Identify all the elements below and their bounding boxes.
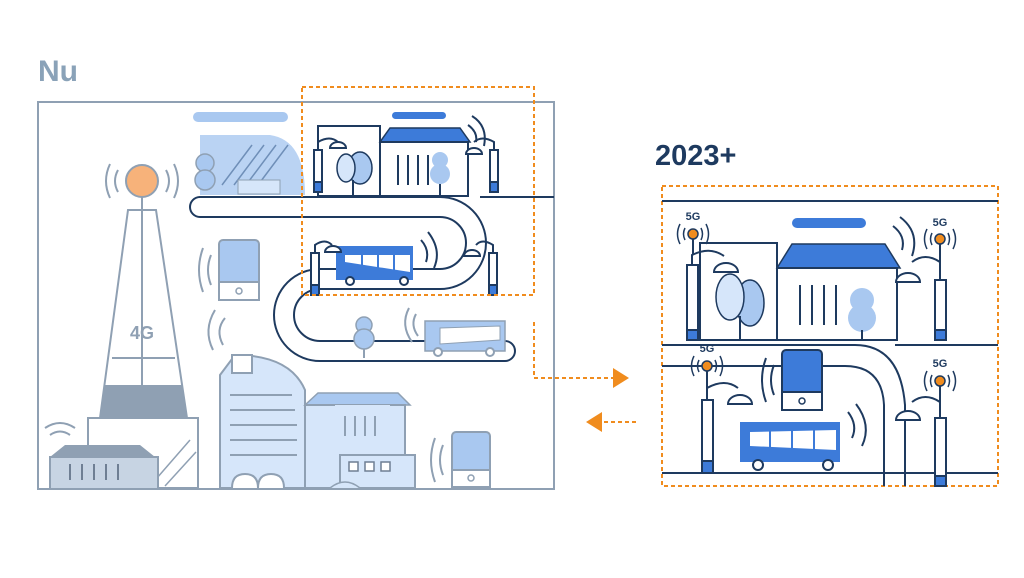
- tree: [194, 153, 216, 191]
- tree-2: [353, 316, 375, 358]
- antenna-label-1: 5G: [686, 211, 701, 223]
- panel-future: 5G 5G 5G 5G: [661, 185, 999, 487]
- bus: [336, 231, 438, 286]
- bus-light: [404, 307, 506, 357]
- street-lamps-now: [310, 137, 499, 296]
- tower-4g: 4G: [87, 163, 199, 489]
- panel-now: 4G: [37, 86, 555, 490]
- title-now: Nu: [38, 55, 78, 88]
- antenna-label-4: 5G: [933, 358, 948, 370]
- antenna-5g-4: 5G: [923, 358, 957, 402]
- antenna-5g-2: 5G: [923, 217, 957, 262]
- street-lamps-future: [686, 249, 947, 487]
- phone-icon: [198, 239, 260, 301]
- phone-icon-future: [761, 349, 823, 411]
- office-building: [303, 392, 416, 489]
- house: [44, 422, 159, 490]
- signal-waves-future: [892, 216, 916, 257]
- title-future: 2023+: [655, 140, 737, 172]
- bus-future: [740, 403, 867, 471]
- glass-building: [193, 112, 305, 195]
- curved-building: [207, 309, 306, 489]
- city-block-top: [317, 112, 472, 197]
- arrows: [533, 322, 636, 432]
- phone-icon-2: [430, 431, 491, 488]
- antenna-label-3: 5G: [700, 343, 715, 355]
- antenna-label-2: 5G: [933, 217, 948, 229]
- tower-label: 4G: [130, 323, 154, 343]
- antenna-5g-1: 5G: [676, 211, 710, 255]
- city-block-future: [699, 218, 902, 341]
- signal-waves: [467, 115, 486, 147]
- antenna-5g-3: 5G: [690, 343, 724, 388]
- zoom-region: [301, 86, 535, 296]
